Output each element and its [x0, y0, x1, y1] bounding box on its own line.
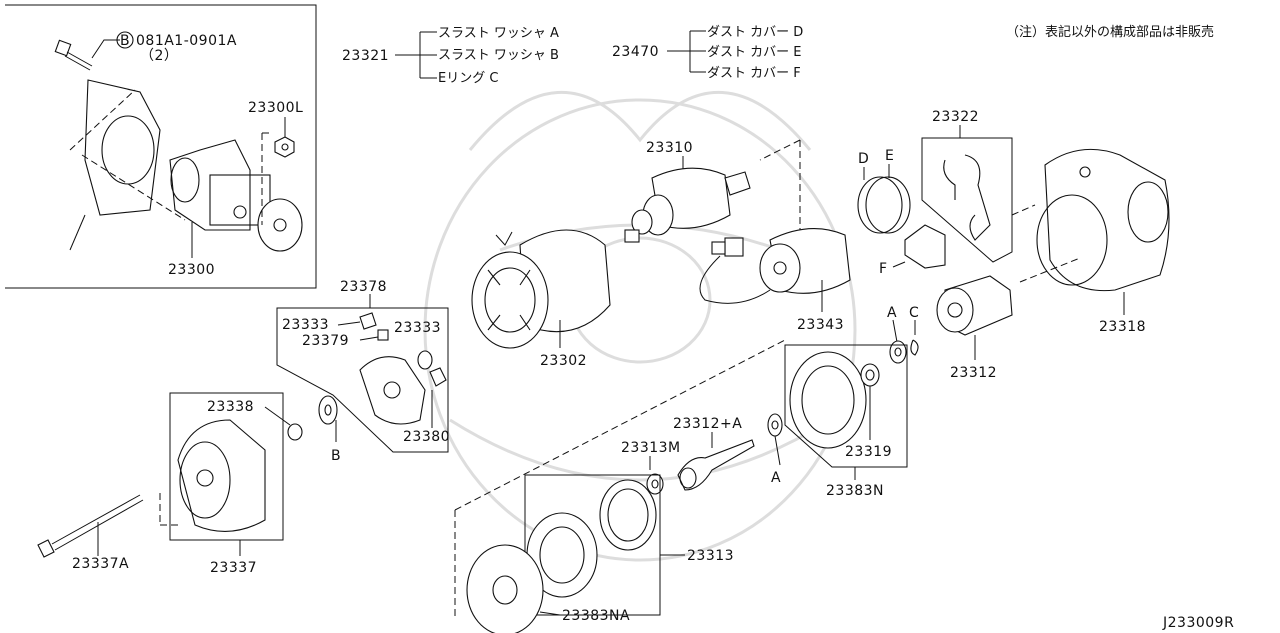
brush-icon: [377, 329, 389, 341]
lever-set-23322: 23322: [921, 109, 1036, 263]
nut-label: 23300L: [248, 100, 303, 116]
group-23321-item-3: Eリング C: [438, 71, 498, 86]
label-23312: 23312: [950, 365, 997, 381]
label-23322: 23322: [932, 109, 979, 125]
solenoid-switch-drawing: 23343: [699, 228, 851, 333]
label-23302: 23302: [540, 353, 587, 369]
label-23378: 23378: [340, 279, 387, 295]
label-23337: 23337: [210, 560, 257, 576]
group-23470-item-3: ダスト カバー F: [707, 66, 801, 81]
rear-cover-drawing: [177, 419, 266, 532]
group-23470-code: 23470: [612, 44, 659, 60]
spring-clip-icon: [359, 312, 377, 330]
label-23383NA: 23383NA: [562, 608, 630, 624]
bolt-quantity: （2）: [140, 48, 178, 64]
starter-label: 23300: [168, 262, 215, 278]
letter-A-upper: A: [887, 305, 897, 321]
label-23319: 23319: [845, 444, 892, 460]
not-for-sale-note: （注）表記以外の構成部品は非販売: [1006, 24, 1214, 40]
group-23470-item-1: ダスト カバー D: [707, 25, 803, 40]
group-23321-code: 23321: [342, 48, 389, 64]
dust-covers-def: D E F: [857, 148, 946, 277]
letter-E: E: [885, 148, 894, 164]
letter-D: D: [858, 151, 869, 167]
label-23333-left: 23333: [282, 317, 329, 333]
group-23470-item-2: ダスト カバー E: [707, 45, 801, 60]
label-23338: 23338: [207, 399, 254, 415]
label-23310: 23310: [646, 140, 693, 156]
diagram-id: J233009R: [1162, 615, 1234, 631]
letter-B: B: [331, 448, 341, 464]
label-23313M: 23313M: [621, 440, 681, 456]
label-23313: 23313: [687, 548, 734, 564]
label-23318: 23318: [1099, 319, 1146, 335]
brush-plate-drawing: [359, 350, 447, 425]
label-23312A: 23312+A: [673, 416, 742, 432]
letter-A-lower: A: [771, 470, 781, 486]
group-23470-dust-covers: 23470 ダスト カバー D ダスト カバー E ダスト カバー F: [612, 25, 803, 81]
yoke-field-coil: 23302: [471, 229, 611, 369]
label-23343: 23343: [797, 317, 844, 333]
thrust-washer-a-lower: A: [767, 413, 783, 486]
group-23321-item-2: スラスト ワッシャ B: [438, 48, 559, 63]
label-23337A: 23337A: [72, 556, 129, 572]
gear-group-23313: 23313: [524, 474, 734, 616]
label-23379: 23379: [302, 333, 349, 349]
label-23380: 23380: [403, 429, 450, 445]
bolt-icon: [54, 39, 93, 71]
through-bolt-drawing: [37, 494, 144, 558]
dust-cover-f-icon: [904, 224, 946, 269]
letter-C: C: [909, 305, 919, 321]
pinion-shaft-drawing: 23312+A: [673, 416, 755, 491]
thrust-washer-b: B: [318, 395, 341, 464]
bolt-part-code: 081A1-0901A: [136, 33, 237, 49]
brush-holder-group: 23378 23333 23333 23379 23380: [276, 279, 450, 453]
bolt-marker: B: [120, 33, 130, 49]
bolt-marker-circle: [116, 31, 134, 49]
pinion-gear-drawing: 23312: [936, 275, 1013, 381]
rear-cover-group: 23338 23337 23337A: [37, 392, 303, 576]
armature-drawing: 23310: [624, 140, 751, 243]
nut-icon: [274, 136, 295, 158]
label-23333-right: 23333: [394, 320, 441, 336]
inset-panel: B 081A1-0901A （2） 23300L 23300: [5, 4, 317, 289]
group-23321-item-1: スラスト ワッシャ A: [438, 26, 559, 41]
label-23383N: 23383N: [826, 483, 884, 499]
gear-23313M: 23313M: [621, 440, 681, 495]
bushing-icon: [287, 423, 303, 441]
group-23321-thrust-washers: 23321 スラスト ワッシャ A スラスト ワッシャ B Eリング C: [342, 26, 559, 86]
thrust-washer-a-and-e-ring-c: A C: [887, 305, 919, 364]
center-case-group: 23319 23383N: [784, 344, 908, 499]
engine-mounting-plate: [69, 79, 161, 251]
starter-assembly-drawing: [169, 139, 303, 252]
letter-F: F: [879, 261, 888, 277]
front-housing-drawing: 23318: [1036, 148, 1170, 335]
gear-cover-23383NA: 23383NA: [466, 544, 630, 633]
